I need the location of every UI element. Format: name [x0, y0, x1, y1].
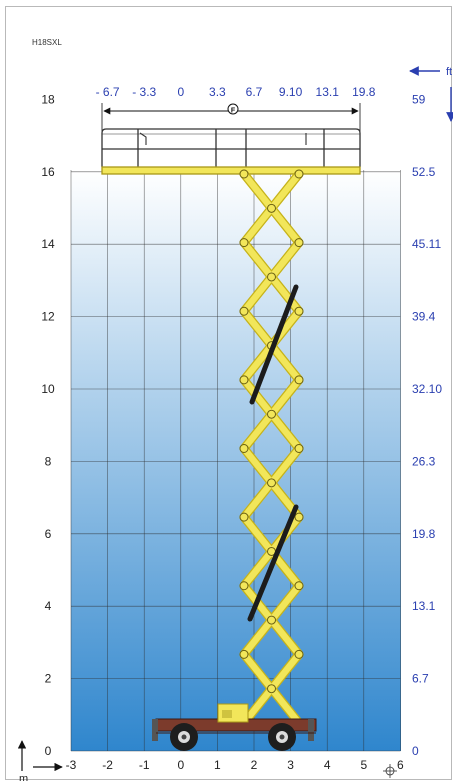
ft-unit-label: ft — [446, 66, 452, 78]
x-tick-label-m: 2 — [251, 758, 258, 772]
x-tick-label-ft: 3.3 — [209, 85, 226, 99]
scissor-joint — [239, 581, 249, 591]
y-tick-label-m: 6 — [45, 527, 52, 541]
scissor-pivot — [267, 272, 276, 282]
scissor-pivot — [267, 478, 276, 488]
scissor-joint — [294, 581, 304, 591]
y-tick-label-ft: 32.10 — [412, 382, 442, 396]
y-tick-label-m: 8 — [45, 454, 52, 468]
y-tick-label-ft: 6.7 — [412, 672, 429, 686]
x-tick-label-m: 1 — [214, 758, 221, 772]
scissor-joint — [294, 512, 304, 522]
x-tick-label-m: 6 — [397, 758, 404, 772]
y-axis-feet: 0 6.7 13.1 19.8 26.3 32.10 39.4 45.11 52.5 59 — [412, 92, 442, 758]
y-tick-label-m: 12 — [41, 310, 55, 324]
x-tick-label-ft: 0 — [177, 85, 184, 99]
y-axis-meters: 0 2 4 6 8 10 12 14 16 18 — [41, 92, 55, 758]
scissor-joint — [239, 238, 249, 248]
x-tick-label-m: 0 — [177, 758, 184, 772]
x-tick-label-m: -2 — [102, 758, 113, 772]
y-tick-label-m: 0 — [45, 744, 52, 758]
y-tick-label-ft: 39.4 — [412, 310, 436, 324]
x-tick-label-ft: - 3.3 — [132, 85, 156, 99]
rear-wheel — [268, 723, 296, 751]
y-tick-label-ft: 45.11 — [412, 237, 441, 251]
scissor-joint — [294, 238, 304, 248]
scissor-joint — [294, 375, 304, 385]
hydraulic-cylinder — [249, 284, 299, 405]
scissor-joint — [239, 512, 249, 522]
m-unit-label: m — [19, 773, 28, 781]
y-tick-label-ft: 52.5 — [412, 165, 436, 179]
scissor-joint — [294, 306, 304, 316]
x-tick-label-m: 3 — [287, 758, 294, 772]
x-tick-label-ft: 19.8 — [352, 85, 376, 99]
x-tick-label-ft: 13.1 — [316, 85, 340, 99]
x-axis-meters: -3 -2 -1 0 1 2 3 4 5 6 — [66, 758, 404, 772]
working-area-background — [71, 170, 401, 751]
scissor-joint — [239, 444, 249, 453]
x-tick-label-ft: - 6.7 — [96, 85, 120, 99]
x-tick-label-m: -3 — [66, 758, 77, 772]
platform-marker-circle — [227, 103, 239, 115]
print-registration-mark — [383, 764, 397, 778]
y-tick-label-m: 14 — [41, 237, 55, 251]
x-tick-label-ft: 6.7 — [246, 85, 263, 99]
y-tick-label-ft: 19.8 — [412, 527, 436, 541]
platform — [101, 128, 361, 175]
y-tick-label-ft: 26.3 — [412, 454, 436, 468]
scissor-joint — [239, 375, 249, 385]
x-tick-label-m: 5 — [360, 758, 367, 772]
y-tick-label-m: 10 — [41, 382, 55, 396]
scissor-joint — [294, 649, 304, 659]
front-wheel — [170, 723, 198, 751]
hydraulic-cylinder — [247, 504, 299, 622]
scissor-pivot — [267, 409, 276, 419]
model-label: H18SXL — [32, 38, 62, 47]
x-tick-label-ft: 9.10 — [279, 85, 303, 99]
scissor-joint — [239, 649, 249, 659]
scissor-joint — [294, 169, 304, 179]
y-tick-label-m: 16 — [41, 165, 55, 179]
platform-marker-letter: F — [231, 108, 236, 115]
scissor-pivot — [267, 203, 276, 213]
x-tick-label-m: -1 — [139, 758, 150, 772]
y-tick-label-m: 2 — [45, 672, 52, 686]
y-tick-label-m: 18 — [41, 92, 55, 106]
scissor-joint — [294, 444, 304, 453]
y-tick-label-ft: 0 — [412, 744, 419, 758]
scissor-pivot — [267, 615, 276, 625]
x-axis-feet-top: - 6.7 - 3.3 0 3.3 6.7 9.10 13.1 19.8 — [96, 85, 376, 99]
x-tick-label-m: 4 — [324, 758, 331, 772]
scissor-joint — [239, 169, 249, 179]
scissor-joint — [239, 306, 249, 316]
y-tick-label-ft: 59 — [412, 92, 426, 106]
y-tick-label-ft: 13.1 — [412, 599, 436, 613]
y-tick-label-m: 4 — [45, 599, 52, 613]
scissor-pivot — [267, 684, 276, 694]
